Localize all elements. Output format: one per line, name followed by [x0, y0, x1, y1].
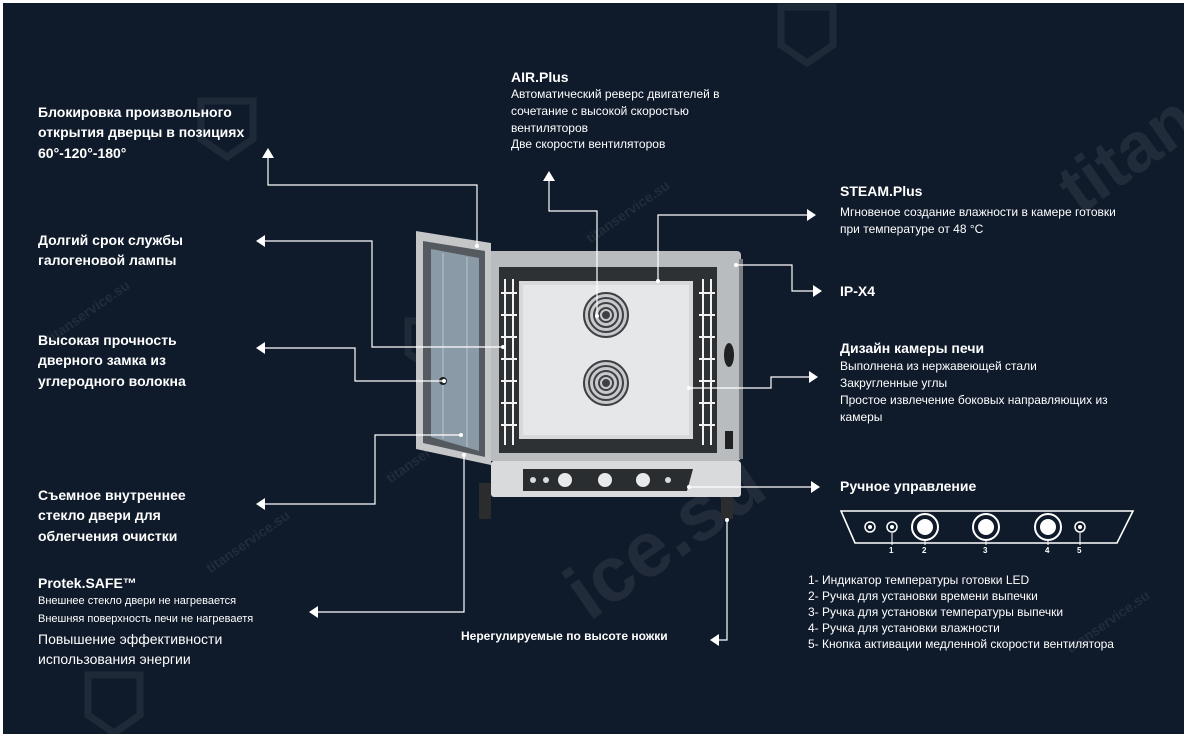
- fan-top: [583, 292, 629, 338]
- panel-number: 5: [1077, 546, 1082, 555]
- arrow-icon: [710, 634, 719, 646]
- infographic: ice.su titan titanservice.su titanservic…: [3, 3, 1184, 734]
- legend-item: 4- Ручка для установки влажности: [808, 621, 1000, 635]
- legend-item: 5- Кнопка активации медленной скорости в…: [808, 637, 1114, 651]
- fan-bottom: [583, 360, 629, 406]
- label-chamber-line: Закругленные углы: [840, 376, 948, 390]
- label-chamber-line: Простое извлечение боковых направляющих …: [840, 393, 1108, 424]
- label-inner-glass: Съемное внутреннее стекло двери для обле…: [38, 487, 186, 544]
- arrow-icon: [256, 235, 265, 247]
- label-carbon-lock: Высокая прочность дверного замка из угле…: [38, 332, 186, 389]
- label-chamber-title: Дизайн камеры печи: [840, 340, 985, 356]
- arrow-icon: [256, 342, 265, 354]
- label-door-lock: Блокировка произвольного открытия дверцы…: [38, 104, 245, 161]
- label-steam-desc: Мгновеное создание влажности в камере го…: [840, 205, 1116, 236]
- legend-item: 3- Ручка для установки температуры выпеч…: [808, 605, 1064, 619]
- arrow-icon: [809, 371, 818, 383]
- panel-number: 3: [983, 546, 988, 555]
- panel-number: 2: [922, 546, 927, 555]
- panel-number: 1: [889, 546, 894, 555]
- label-air-desc2: Две скорости вентиляторов: [511, 137, 666, 151]
- legend-item: 1- Индикатор температуры готовки LED: [808, 573, 1030, 587]
- label-ip: IP-X4: [840, 283, 876, 299]
- watermark-logo-icon: [777, 3, 837, 68]
- label-protek-line1: Внешнее стекло двери не нагревается: [38, 595, 237, 607]
- arrow-icon: [813, 285, 822, 297]
- label-protek-line3: Повышение эффективности использования эн…: [38, 631, 223, 667]
- label-manual: Ручное управление: [840, 478, 977, 494]
- watermark-logo-icon: [84, 671, 144, 734]
- manual-panel-diagram: [839, 510, 1135, 545]
- legend-item: 2- Ручка для установки времени выпечки: [808, 589, 1038, 603]
- label-legs: Нерегулируемые по высоте ножки: [461, 629, 668, 643]
- label-air-desc: Автоматический реверс двигателей в сочет…: [511, 87, 720, 135]
- panel-number: 4: [1045, 546, 1050, 555]
- label-steam-title: STEAM.Plus: [840, 183, 923, 199]
- label-chamber-line: Выполнена из нержавеющей стали: [840, 359, 1037, 373]
- arrow-icon: [262, 148, 274, 158]
- arrow-icon: [309, 606, 318, 618]
- oven-illustration: [84, 3, 1135, 734]
- label-protek-title: Protek.SAFE™: [38, 575, 137, 591]
- arrow-icon: [543, 171, 555, 181]
- arrow-icon: [811, 481, 820, 493]
- label-protek-line2: Внешняя поверхность печи не нагреваетя: [38, 613, 254, 625]
- oven-door-sensor: [724, 343, 734, 367]
- label-air-title: AIR.Plus: [511, 69, 569, 85]
- arrow-icon: [807, 209, 816, 221]
- watermark-logo-icon: [197, 97, 257, 162]
- oven-foot: [479, 483, 491, 519]
- label-halogen: Долгий срок службы галогеновой лампы: [38, 232, 183, 269]
- arrow-icon: [256, 498, 265, 510]
